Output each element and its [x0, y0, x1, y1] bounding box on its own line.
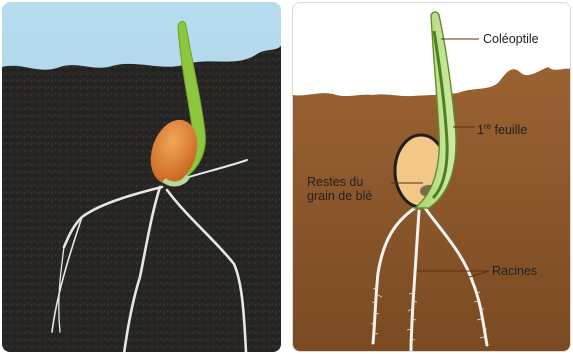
- seedling-diagram: Coléoptile 1re feuille Restes du grain d…: [292, 2, 571, 352]
- label-roots: Racines: [492, 264, 537, 278]
- photo-illustration: [2, 2, 281, 352]
- soil: [2, 46, 281, 352]
- label-seed-remains: Restes du grain de blé: [307, 175, 372, 203]
- label-first-leaf: 1re feuille: [477, 120, 527, 137]
- seedling-photo: [2, 2, 281, 352]
- soil-diagram: [293, 67, 571, 352]
- label-coleoptile: Coléoptile: [483, 32, 539, 46]
